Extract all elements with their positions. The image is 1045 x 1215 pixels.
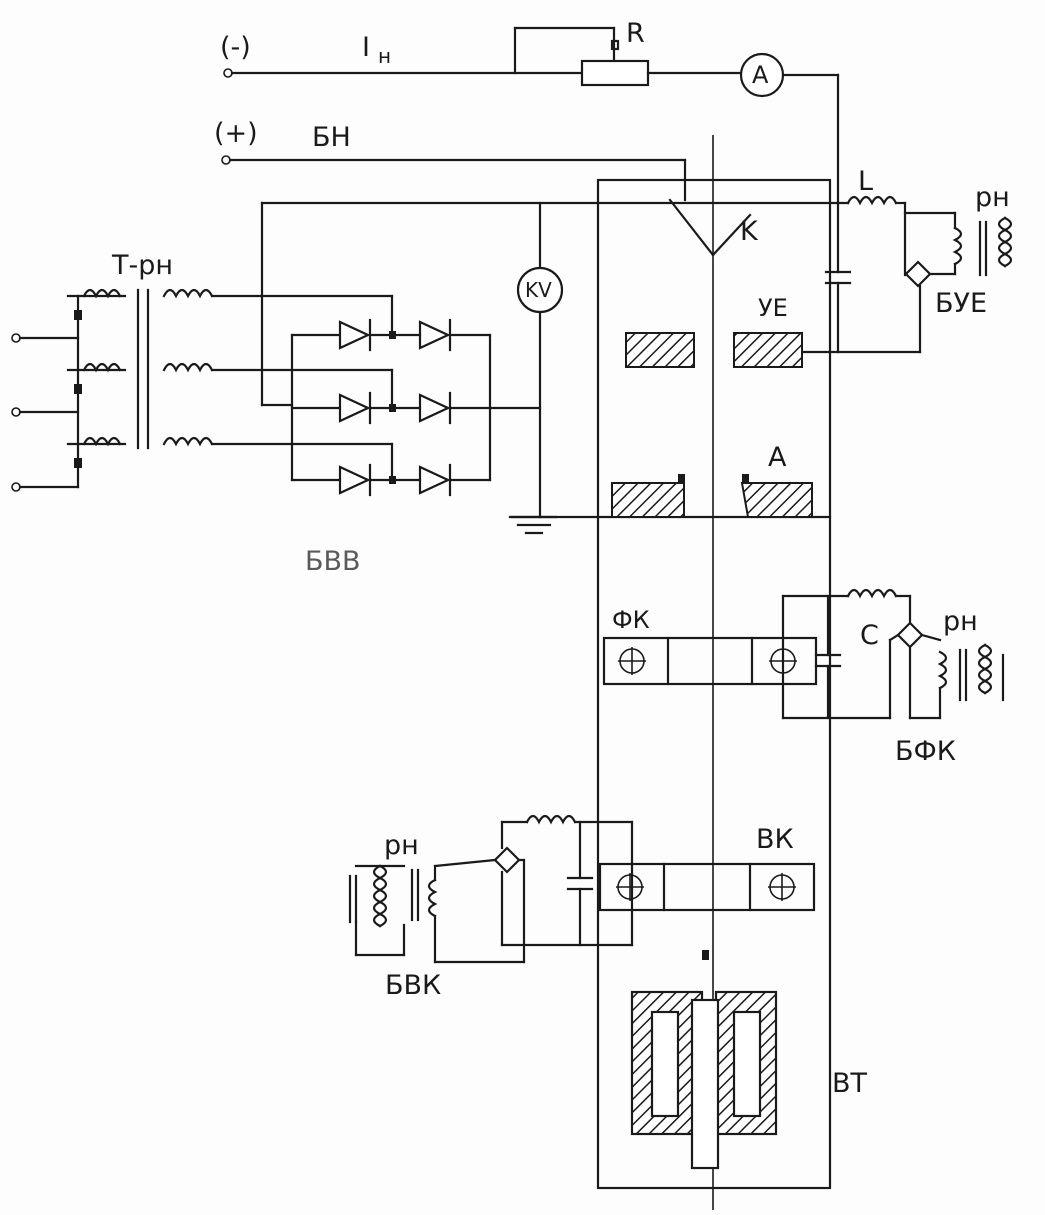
- capacitor-ue: [824, 201, 852, 354]
- bvv-label: БВВ: [305, 546, 361, 577]
- kv-label: KV: [525, 278, 552, 302]
- key-label: K: [740, 216, 758, 247]
- supply-plus-line: [221, 155, 687, 202]
- bn-label: БН: [312, 122, 351, 153]
- ue-label: УЕ: [758, 294, 788, 322]
- bue-label: БУЕ: [935, 288, 988, 319]
- bvk-label: БВК: [385, 970, 442, 1001]
- ue-electrode-right: [733, 332, 803, 368]
- bfk-block: [781, 588, 1005, 720]
- deflection-coil-vk: [598, 862, 816, 912]
- terminal-plus-label: (+): [214, 118, 258, 149]
- anode-label: А: [768, 442, 787, 473]
- capacitor-label: C: [860, 620, 879, 651]
- current-subscript: н: [378, 44, 392, 68]
- supply-minus-line: [223, 26, 620, 78]
- ammeter-label: A: [752, 61, 769, 89]
- key-k: [668, 198, 752, 257]
- anode-a: [611, 474, 813, 518]
- fk-label: ФК: [612, 606, 650, 634]
- resistor-label: R: [626, 18, 645, 49]
- rn-left-label: рн: [384, 830, 419, 861]
- vt-label: ВТ: [832, 1068, 868, 1099]
- main-column-frame: [596, 178, 832, 1190]
- resistor-r: [580, 59, 650, 87]
- rn-top-label: рн: [975, 182, 1010, 213]
- transformer-t-rn: [11, 288, 394, 492]
- gun-vt: [630, 950, 778, 1170]
- inductor-l: [846, 195, 898, 206]
- bfk-label: БФК: [895, 736, 956, 767]
- transformer-label: Т-рн: [112, 250, 174, 281]
- bue-block: [903, 201, 1013, 354]
- inductor-label: L: [858, 166, 874, 197]
- current-label: I: [362, 32, 370, 63]
- ue-electrode-left: [625, 332, 695, 368]
- focusing-coil-fk: [602, 636, 818, 686]
- vk-label: ВК: [756, 824, 794, 855]
- rn-mid-label: рн: [943, 606, 978, 637]
- ground-symbol: [510, 515, 558, 535]
- bvk-block: [348, 814, 634, 964]
- terminal-minus-label: (-): [220, 32, 251, 63]
- rectifier-bvv: [260, 294, 542, 497]
